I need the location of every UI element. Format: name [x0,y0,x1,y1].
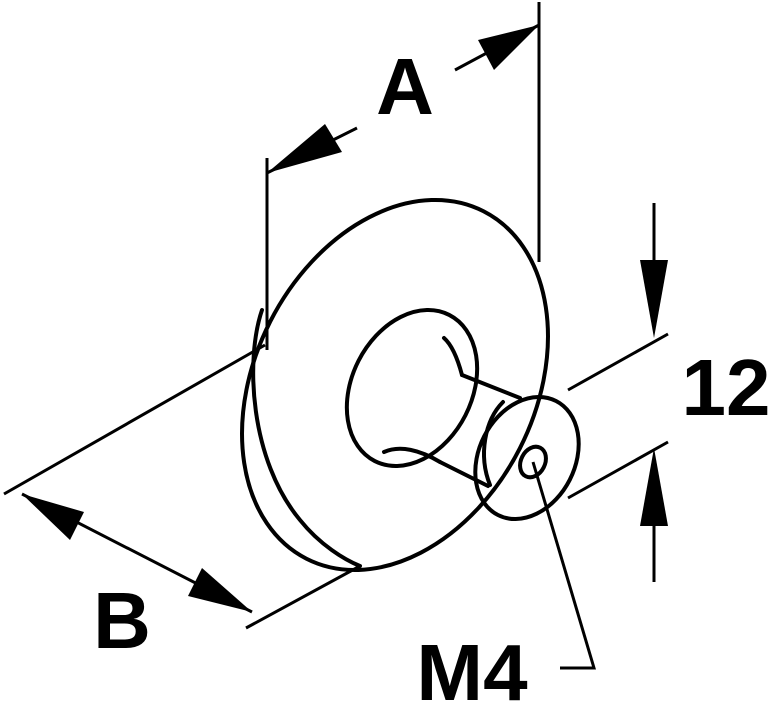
dimension-a: A [265,2,541,350]
dimension-b-extension-top [3,343,266,496]
dimension-12-arrow-top [640,260,668,338]
stem-lower-line [438,460,490,488]
dimension-b-arrow-top [22,494,84,540]
stem-cap-inner-edge [482,400,505,487]
dimension-a-label: A [376,42,434,131]
stem-upper-line [460,373,522,400]
dimension-12: 12 [567,203,771,582]
knob-face-inner-edge [251,308,362,568]
dimension-12-extension-top [567,332,669,392]
stem-end-cap [473,394,581,522]
dimension-12-label: 12 [682,343,771,432]
dimension-12-arrow-bottom [640,448,668,526]
dimension-b-arrow-bottom [188,568,252,612]
dimension-b-extension-bottom [245,564,361,630]
knob-hub [344,308,480,468]
dimension-b-label: B [93,576,151,665]
thread-leader-line [531,461,597,670]
knob-face-rim [240,197,550,573]
thread-label: M4 [416,628,528,716]
dimension-a-arrow-left [267,124,342,173]
hub-notch-bottom [382,446,442,464]
dimension-a-arrow-right [478,25,539,70]
thread-hole [518,444,548,480]
hub-notch-top [442,336,464,377]
thread-callout: M4 [416,461,597,716]
knob-drawing [240,197,581,573]
dimension-b: B [3,343,361,665]
dimension-12-extension-bottom [567,440,669,500]
